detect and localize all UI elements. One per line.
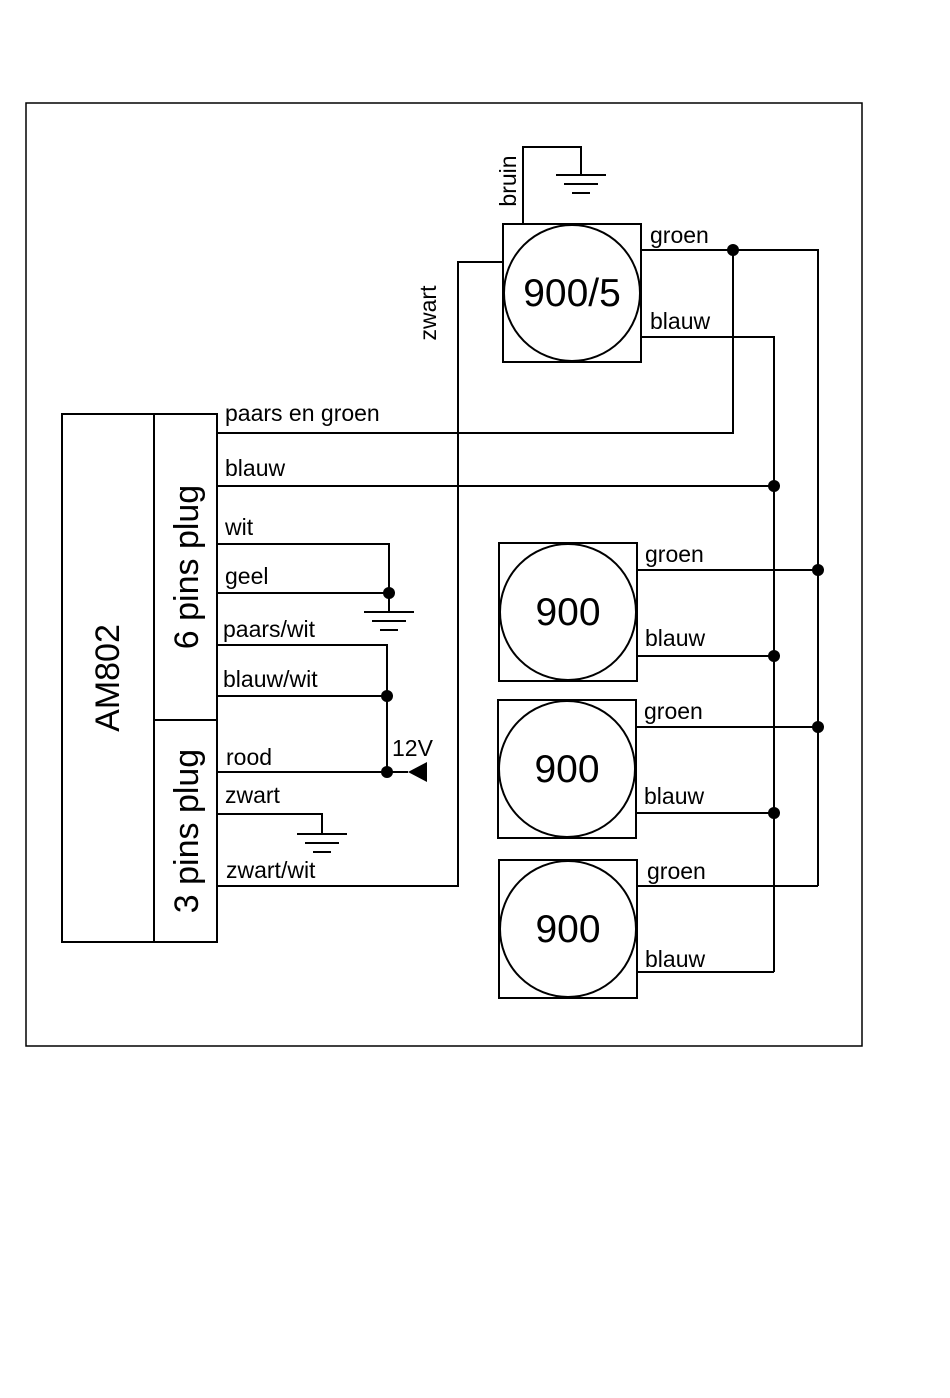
slave-unit-name: 900 [534, 748, 599, 791]
junction-dot [383, 587, 395, 599]
wire-bruin [523, 147, 581, 224]
master-green-label: groen [650, 222, 709, 248]
slave-blue-label: blauw [644, 783, 704, 809]
label-zwart-master: zwart [415, 285, 441, 341]
slave-unit-name: 900 [535, 591, 600, 634]
slave-green-label: groen [645, 541, 704, 567]
slave-unit: 900 groen blauw [498, 698, 824, 838]
slave-blue-label: blauw [645, 625, 705, 651]
slave-unit: 900 groen blauw [499, 541, 824, 681]
label-blauw-wit: blauw/wit [223, 666, 318, 692]
three-pin-plug-label: 3 pins plug [168, 749, 206, 913]
master-unit-name: 900/5 [523, 272, 621, 315]
slave-green-label: groen [647, 858, 706, 884]
master-unit: bruin zwart 900/5 groen blauw [415, 147, 710, 362]
am802-controller: AM802 6 pins plug 3 pins plug [62, 414, 217, 942]
junction-dot [727, 244, 739, 256]
junction-dot [812, 564, 824, 576]
junction-dot [381, 690, 393, 702]
label-wit: wit [224, 514, 254, 540]
junction-dot [768, 807, 780, 819]
slave-blue-label: blauw [645, 946, 705, 972]
wire-zwart [217, 814, 322, 834]
ground-icon [556, 175, 606, 193]
six-pin-plug-label: 6 pins plug [168, 485, 206, 649]
label-paars-wit: paars/wit [223, 616, 316, 642]
supply-arrow-icon [408, 762, 427, 782]
slave-green-label: groen [644, 698, 703, 724]
junction-dot [381, 766, 393, 778]
slave-unit: 900 groen blauw [499, 858, 818, 998]
label-12v: 12V [392, 735, 434, 761]
label-zwart-wit: zwart/wit [226, 857, 316, 883]
label-zwart: zwart [225, 782, 281, 808]
label-paars-en-groen: paars en groen [225, 400, 380, 426]
controller-name: AM802 [89, 624, 127, 732]
junction-dot [812, 721, 824, 733]
ground-icon [297, 834, 347, 852]
label-blauw: blauw [225, 455, 285, 481]
label-geel: geel [225, 563, 268, 589]
master-blue-label: blauw [650, 308, 710, 334]
slave-unit-name: 900 [535, 908, 600, 951]
label-bruin: bruin [495, 155, 521, 206]
ground-icon [364, 612, 414, 630]
label-rood: rood [226, 744, 272, 770]
junction-dot [768, 650, 780, 662]
junction-dot [768, 480, 780, 492]
